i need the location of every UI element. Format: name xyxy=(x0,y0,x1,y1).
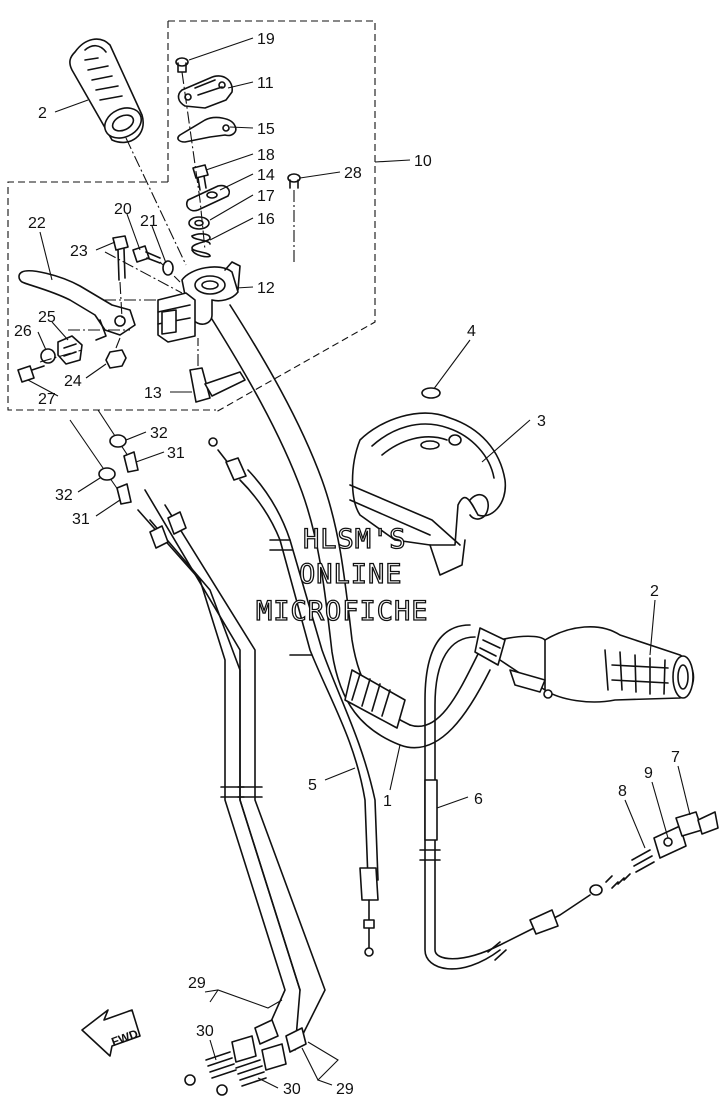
callout-8: 8 xyxy=(618,783,627,800)
callout-9: 9 xyxy=(644,765,653,782)
callout-17: 17 xyxy=(257,188,275,205)
callout-26: 26 xyxy=(14,323,32,340)
lever-holder-12 xyxy=(157,261,241,343)
callout-25: 25 xyxy=(38,309,56,326)
callout-16: 16 xyxy=(257,211,275,228)
callout-12: 12 xyxy=(257,280,275,297)
watermark: HLSM'S ONLINE MICROFICHE xyxy=(255,523,429,627)
callout-4: 4 xyxy=(467,323,476,340)
callout-15: 15 xyxy=(257,121,275,138)
bracket-15 xyxy=(177,116,237,143)
bolt-18 xyxy=(192,164,209,191)
callout-20: 20 xyxy=(114,201,132,218)
clutch-cable-5 xyxy=(208,437,379,957)
callout-13: 13 xyxy=(144,385,162,402)
bolt-27 xyxy=(17,365,45,383)
fwd-arrow: FWD xyxy=(81,1009,141,1057)
callout-31-lower: 31 xyxy=(72,511,90,528)
hot-starter-lever-13 xyxy=(189,338,246,403)
watermark-line-1: HLSM'S xyxy=(303,524,407,555)
callout-23: 23 xyxy=(70,243,88,260)
clutch-lever-22 xyxy=(18,270,136,341)
callouts: 19 11 15 18 14 17 16 28 10 2 22 20 21 23… xyxy=(14,31,680,1098)
grip-right xyxy=(474,626,695,703)
callout-6: 6 xyxy=(474,791,483,808)
callout-7: 7 xyxy=(671,749,680,766)
handlebar xyxy=(209,304,501,749)
washer-21 xyxy=(162,260,174,276)
leader-lines xyxy=(27,37,691,1089)
assembly-box-10 xyxy=(167,20,376,413)
callout-2-left: 2 xyxy=(38,105,47,122)
callout-29-upper: 29 xyxy=(188,975,206,992)
callout-19: 19 xyxy=(257,31,275,48)
grip-left xyxy=(69,38,144,144)
callout-32-lower: 32 xyxy=(55,487,73,504)
callout-30-lower: 30 xyxy=(283,1081,301,1098)
callout-10: 10 xyxy=(414,153,432,170)
callout-21: 21 xyxy=(140,213,158,230)
callout-29-lower: 29 xyxy=(336,1081,354,1098)
callout-22: 22 xyxy=(28,215,46,232)
watermark-line-3: MICROFICHE xyxy=(256,596,429,627)
callout-14: 14 xyxy=(257,167,275,184)
screw-28 xyxy=(287,173,301,265)
callout-31-upper: 31 xyxy=(167,445,185,462)
holder-25 xyxy=(57,335,83,365)
hot-starter-cable-6 xyxy=(419,624,719,970)
bracket-11 xyxy=(177,75,233,109)
callout-11: 11 xyxy=(257,75,274,92)
callout-18: 18 xyxy=(257,147,275,164)
callout-2-right: 2 xyxy=(650,583,659,600)
callout-1: 1 xyxy=(383,793,392,810)
cap-4 xyxy=(421,387,441,399)
callout-32-upper: 32 xyxy=(150,425,168,442)
callout-5: 5 xyxy=(308,777,317,794)
washer-17 xyxy=(188,216,210,230)
callout-3: 3 xyxy=(537,413,546,430)
callout-28: 28 xyxy=(344,165,362,182)
throttle-cables xyxy=(69,409,326,1096)
assembly-box-lever xyxy=(7,181,216,411)
alignment-lines xyxy=(39,71,206,363)
screw-19 xyxy=(175,57,189,73)
callout-24: 24 xyxy=(64,373,82,390)
watermark-line-2: ONLINE xyxy=(299,559,403,590)
bushing-26 xyxy=(40,348,56,364)
bolt-23 xyxy=(112,235,129,319)
nut-24 xyxy=(105,337,127,369)
plate-14 xyxy=(185,184,231,212)
callout-27: 27 xyxy=(38,391,56,408)
spring-16 xyxy=(191,233,211,258)
callout-30-upper: 30 xyxy=(196,1023,214,1040)
